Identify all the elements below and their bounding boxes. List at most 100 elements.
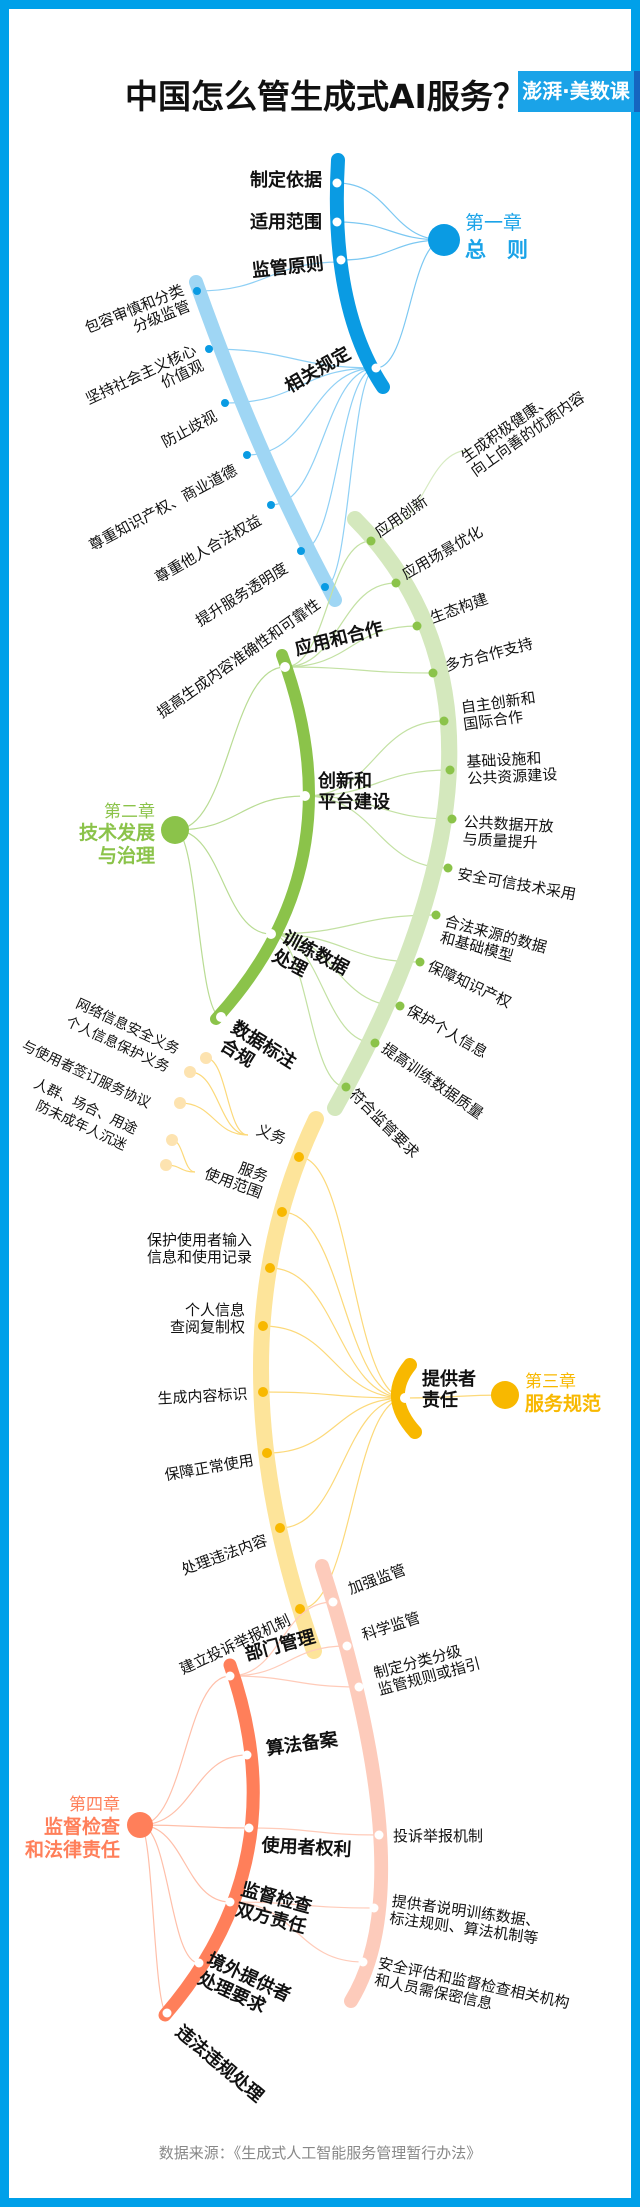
ch3-hub-dot xyxy=(400,1393,410,1403)
ch2-detail-dot xyxy=(341,1082,351,1092)
ch4-chapter-title: 监督检查 和法律责任 xyxy=(24,1816,120,1861)
ch1-rule-dot xyxy=(193,287,201,295)
ch2-detail-dot xyxy=(391,578,401,588)
ch1-rule-dot xyxy=(221,399,229,407)
ch1-item-dot xyxy=(332,217,342,227)
connector-line xyxy=(281,1211,406,1399)
ch4-detail-dot xyxy=(354,1682,364,1692)
connector-line xyxy=(179,1102,249,1136)
ch3-sub-dot xyxy=(166,1134,178,1146)
connector-line xyxy=(379,449,471,531)
connector-line xyxy=(139,1824,250,1829)
connector-line xyxy=(139,1754,248,1826)
ch3-hub: 提供者 责任 xyxy=(422,1369,476,1411)
connector-line xyxy=(336,221,445,241)
infographic-canvas xyxy=(9,9,631,2198)
connector-line xyxy=(139,1824,168,2014)
ch2-detail-dot xyxy=(412,621,422,631)
ch4-item-dot xyxy=(225,1897,235,1907)
ch3-hub-arc xyxy=(391,1358,422,1439)
ch2-item-dot xyxy=(300,791,310,801)
ch2-detail-dot xyxy=(431,910,441,920)
connector-line xyxy=(189,1071,249,1136)
ch2-detail-dot xyxy=(370,1038,380,1048)
ch2-detail-dot xyxy=(439,716,449,726)
ch4-detail-dot xyxy=(342,1641,352,1651)
ch4-main-arc xyxy=(158,1658,260,2022)
ch3-sub-dot xyxy=(174,1097,186,1109)
ch2-detail: 公共数据开放 与质量提升 xyxy=(462,813,554,853)
connector-line xyxy=(284,582,397,668)
connector-line xyxy=(336,182,445,241)
connector-line xyxy=(284,625,418,668)
connector-line xyxy=(262,1325,406,1399)
ch2-main-arc xyxy=(210,649,315,1025)
connector-line xyxy=(270,933,347,1088)
ch1-item-dot xyxy=(332,178,342,188)
ch1-chapter-node xyxy=(428,224,460,256)
ch4-detail: 投诉举报机制 xyxy=(393,1827,484,1845)
connector-line xyxy=(139,1824,231,1903)
connector-line xyxy=(299,1397,406,1610)
ch3-sub-dot xyxy=(184,1066,196,1078)
ch1-item-dot xyxy=(336,255,346,265)
connector-line xyxy=(248,1827,380,1836)
ch3-sub-dot xyxy=(200,1052,212,1064)
connector-line xyxy=(266,1397,406,1454)
connector-line xyxy=(229,1675,360,1688)
ch4-chapter-node xyxy=(127,1812,153,1838)
ch1-item: 适用范围 xyxy=(250,212,322,233)
ch4-detail-dot xyxy=(328,1597,338,1607)
ch1-item: 制定依据 xyxy=(250,170,322,191)
connector-line xyxy=(196,261,342,292)
connector-line xyxy=(174,666,286,831)
connector-line xyxy=(284,666,434,674)
connector-line xyxy=(304,769,451,797)
ch4-detail-dot xyxy=(358,1957,368,1967)
ch2-item-dot xyxy=(266,929,276,939)
connector-line xyxy=(174,829,222,1018)
connector-line xyxy=(174,795,306,831)
ch4-item-dot xyxy=(244,1823,254,1833)
ch1-rule-dot xyxy=(243,451,251,459)
ch2-item-dot xyxy=(280,662,290,672)
connector-line xyxy=(229,1901,375,1909)
connector-line xyxy=(298,1156,406,1399)
ch2-item: 创新和 平台建设 xyxy=(318,771,390,813)
ch2-detail: 基础设施和 公共资源建设 xyxy=(465,749,558,789)
ch3-item-dot xyxy=(295,1604,305,1614)
ch3-item-dot xyxy=(265,1263,275,1273)
ch1-rule-dot xyxy=(297,547,305,555)
ch3-item: 保护使用者输入 信息和使用记录 xyxy=(146,1231,252,1267)
ch2-chapter-number: 第二章 xyxy=(104,802,155,822)
ch1-rule-dot xyxy=(321,583,329,591)
publisher-logo: 澎湃·美数课 xyxy=(518,71,640,112)
ch3-chapter-title: 服务规范 xyxy=(525,1393,602,1415)
ch3-item-dot xyxy=(258,1321,268,1331)
connector-line xyxy=(229,1901,364,1963)
ch3-item-dot xyxy=(277,1207,287,1217)
connector-line xyxy=(229,1601,334,1677)
connector-line xyxy=(304,720,445,797)
ch3-item: 个人信息 查阅复制权 xyxy=(169,1301,245,1337)
connector-line xyxy=(270,933,376,1044)
ch2-chapter-title: 技术发展 与治理 xyxy=(78,822,155,867)
ch2-detail-dot xyxy=(428,668,438,678)
ch4-item-dot xyxy=(194,1958,204,1968)
ch3-item-dot xyxy=(294,1152,304,1162)
connector-line xyxy=(139,1824,200,1964)
ch3-chapter-number: 第三章 xyxy=(525,1372,576,1392)
ch1-rules-arc xyxy=(189,275,342,607)
ch1-chapter-title: 总 则 xyxy=(465,238,528,262)
connector-line xyxy=(269,1267,406,1399)
ch3-sub-dot xyxy=(160,1159,172,1171)
ch3-chapter-node xyxy=(491,1381,519,1409)
ch4-detail-dot xyxy=(374,1830,384,1840)
ch4-item-dot xyxy=(225,1671,235,1681)
ch4-item-dot xyxy=(242,1750,252,1760)
source-footer: 数据来源：《生成式人工智能服务管理暂行办法》 xyxy=(158,2144,482,2162)
connector-line xyxy=(300,367,377,552)
ch2-detail-dot xyxy=(415,957,425,967)
ch1-item-dot xyxy=(371,363,381,373)
